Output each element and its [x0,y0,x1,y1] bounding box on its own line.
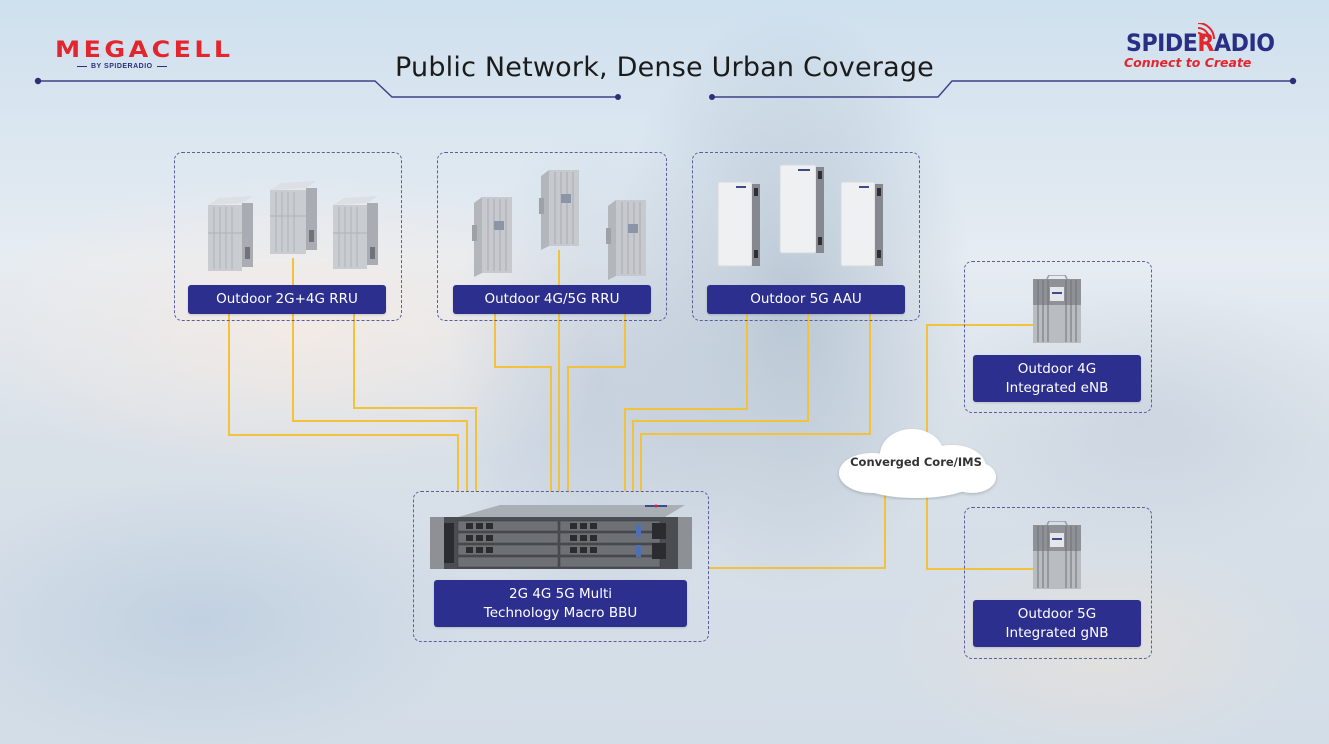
label-5g-aau: Outdoor 5G AAU [707,285,905,314]
integrated-base-station-icon [1033,521,1081,589]
header-decoration [34,77,1297,100]
label-4g-enb-line1: Outdoor 4G [1017,360,1097,377]
page-title: Public Network, Dense Urban Coverage [395,52,934,83]
bbu-rack-chassis-icon [430,504,692,569]
group-4g-enb [964,261,1152,413]
wire-2g4g-3 [353,292,477,491]
core-label: Converged Core/IMS [850,455,982,469]
rru-radio-unit-icon [606,200,646,280]
label-bbu-line2: Technology Macro BBU [483,604,638,621]
aau-antenna-unit-icon [717,181,760,267]
megacell-logo: MEGACELL BY SPIDERADIO [55,40,230,71]
wire-aau-1 [624,312,748,491]
spideradio-wordmark: SPIDERADIO [1126,29,1275,57]
rru-radio-unit-icon [539,170,579,250]
label-4g5g-rru: Outdoor 4G/5G RRU [453,285,651,314]
rru-radio-unit-icon [333,196,378,269]
group-2g4g-rru [174,152,402,321]
wire-2g4g-1 [228,312,459,491]
label-bbu-line1: 2G 4G 5G Multi [508,585,613,602]
megacell-subtitle-text: BY SPIDERADIO [91,63,153,70]
rru-radio-unit-icon [208,196,253,271]
group-5g-gnb [964,507,1152,659]
group-bbu [413,491,709,642]
wordmark-part2: ADIO [1213,29,1275,57]
group-4g5g-rru [437,152,667,321]
wire-bbu-core [709,490,886,569]
cloud-icon [839,429,996,498]
integrated-base-station-icon [1033,275,1081,343]
aau-antenna-unit-icon [840,181,883,267]
label-5g-gnb-line2: Integrated gNB [1005,624,1109,641]
spideradio-tagline: Connect to Create [1124,55,1252,70]
aau-antenna-unit-icon [779,164,824,254]
label-2g4g-rru: Outdoor 2G+4G RRU [188,285,386,314]
group-5g-aau [692,152,920,321]
wordmark-accent: R [1197,29,1214,57]
rru-radio-unit-icon [270,181,317,254]
rru-radio-unit-icon [472,197,512,277]
wordmark-part1: SPIDE [1126,29,1198,57]
label-bbu: 2G 4G 5G Multi Technology Macro BBU [434,580,687,627]
wire-aau-2 [632,312,809,491]
label-5g-gnb: Outdoor 5G Integrated gNB [973,600,1141,647]
label-4g-enb-line2: Integrated eNB [1005,379,1109,396]
signal-waves-icon [1197,23,1215,39]
wire-4g5g-3 [567,312,626,491]
label-5g-gnb-line1: Outdoor 5G [1017,605,1097,622]
spideradio-logo: SPIDERADIO Connect to Create [1124,23,1276,70]
label-4g-enb: Outdoor 4G Integrated eNB [973,355,1141,402]
megacell-subtitle: BY SPIDERADIO [77,63,215,70]
megacell-wordmark: MEGACELL [55,38,234,63]
wire-4g5g-1 [494,312,552,491]
